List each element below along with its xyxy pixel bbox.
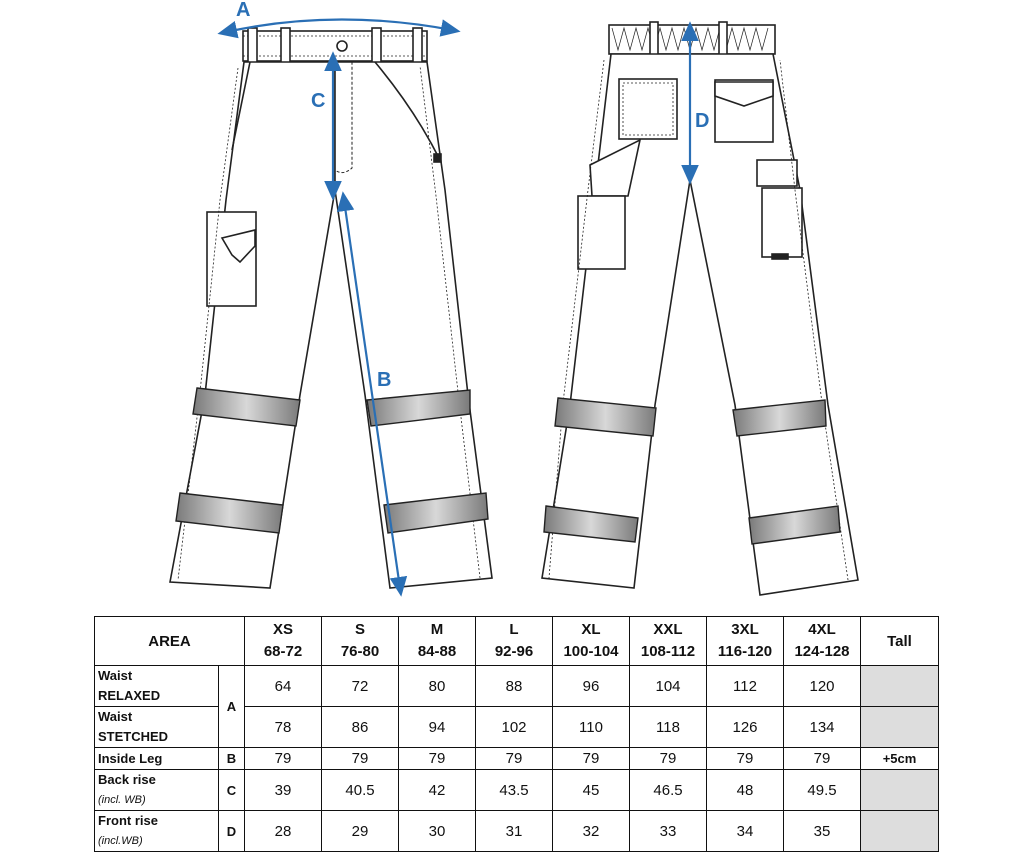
row-letter: D bbox=[218, 810, 245, 852]
table-row: Back rise(incl. WB) C 39 40.5 42 43.5 45… bbox=[94, 769, 939, 811]
row-letter: A bbox=[218, 665, 245, 748]
tall-cell bbox=[860, 769, 939, 811]
tall-header: Tall bbox=[860, 616, 939, 666]
table-cell: 79 bbox=[244, 747, 322, 770]
back-right-leg bbox=[689, 53, 859, 596]
table-cell: 39 bbox=[244, 769, 322, 811]
table-cell: 33 bbox=[629, 810, 707, 852]
row-label: Back rise(incl. WB) bbox=[94, 769, 219, 811]
table-cell: 118 bbox=[629, 706, 707, 748]
table-cell: 94 bbox=[398, 706, 476, 748]
back-side-pocket-left bbox=[577, 195, 626, 270]
waist-button bbox=[336, 40, 348, 52]
table-cell: 28 bbox=[244, 810, 322, 852]
table-cell: 46.5 bbox=[629, 769, 707, 811]
table-cell: 79 bbox=[552, 747, 630, 770]
table-cell: 30 bbox=[398, 810, 476, 852]
measure-d-label: D bbox=[695, 110, 709, 132]
row-letter: B bbox=[218, 747, 245, 770]
table-cell: 96 bbox=[552, 665, 630, 707]
back-view bbox=[541, 21, 859, 596]
table-cell: 79 bbox=[706, 747, 784, 770]
back-side-pocket-right bbox=[761, 187, 803, 258]
measure-b-label: B bbox=[377, 369, 391, 391]
table-cell: 45 bbox=[552, 769, 630, 811]
table-cell: 42 bbox=[398, 769, 476, 811]
table-row: Front rise(incl.WB) D 28 29 30 31 32 33 … bbox=[94, 810, 939, 852]
table-cell: 34 bbox=[706, 810, 784, 852]
table-cell: 31 bbox=[475, 810, 553, 852]
tall-cell: +5cm bbox=[860, 747, 939, 770]
area-header: AREA bbox=[94, 616, 245, 666]
row-letter: C bbox=[218, 769, 245, 811]
table-cell: 86 bbox=[321, 706, 399, 748]
table-cell: 120 bbox=[783, 665, 861, 707]
back-reflective-bands bbox=[543, 397, 841, 545]
row-label: Inside Leg bbox=[94, 747, 219, 770]
table-cell: 29 bbox=[321, 810, 399, 852]
table-cell: 126 bbox=[706, 706, 784, 748]
tall-cell bbox=[860, 706, 939, 748]
back-pocket-left bbox=[618, 78, 678, 140]
table-cell: 40.5 bbox=[321, 769, 399, 811]
row-label: Front rise(incl.WB) bbox=[94, 810, 219, 852]
table-cell: 78 bbox=[244, 706, 322, 748]
table-row: Inside Leg B 79 79 79 79 79 79 79 79 +5c… bbox=[94, 747, 939, 770]
table-cell: 79 bbox=[783, 747, 861, 770]
trousers-technical-drawing: A C B D bbox=[169, 0, 859, 597]
table-cell: 32 bbox=[552, 810, 630, 852]
table-cell: 104 bbox=[629, 665, 707, 707]
table-cell: 35 bbox=[783, 810, 861, 852]
measure-a-line bbox=[217, 18, 461, 39]
table-cell: 79 bbox=[475, 747, 553, 770]
front-cargo-pocket bbox=[206, 211, 257, 307]
table-cell: 112 bbox=[706, 665, 784, 707]
table-cell: 79 bbox=[398, 747, 476, 770]
table-cell: 49.5 bbox=[783, 769, 861, 811]
table-cell: 64 bbox=[244, 665, 322, 707]
table-cell: 110 bbox=[552, 706, 630, 748]
table-cell: 79 bbox=[629, 747, 707, 770]
table-cell: 88 bbox=[475, 665, 553, 707]
table-cell: 102 bbox=[475, 706, 553, 748]
front-waistband bbox=[242, 30, 428, 62]
measure-c-label: C bbox=[311, 90, 325, 112]
tall-cell bbox=[860, 665, 939, 707]
tall-cell bbox=[860, 810, 939, 852]
table-cell: 48 bbox=[706, 769, 784, 811]
table-cell: 80 bbox=[398, 665, 476, 707]
measurement-lines bbox=[217, 18, 699, 597]
table-cell: 72 bbox=[321, 665, 399, 707]
measure-b-line bbox=[336, 191, 408, 597]
table-cell: 43.5 bbox=[475, 769, 553, 811]
table-cell: 79 bbox=[321, 747, 399, 770]
table-cell: 134 bbox=[783, 706, 861, 748]
measure-a-label: A bbox=[236, 0, 250, 21]
